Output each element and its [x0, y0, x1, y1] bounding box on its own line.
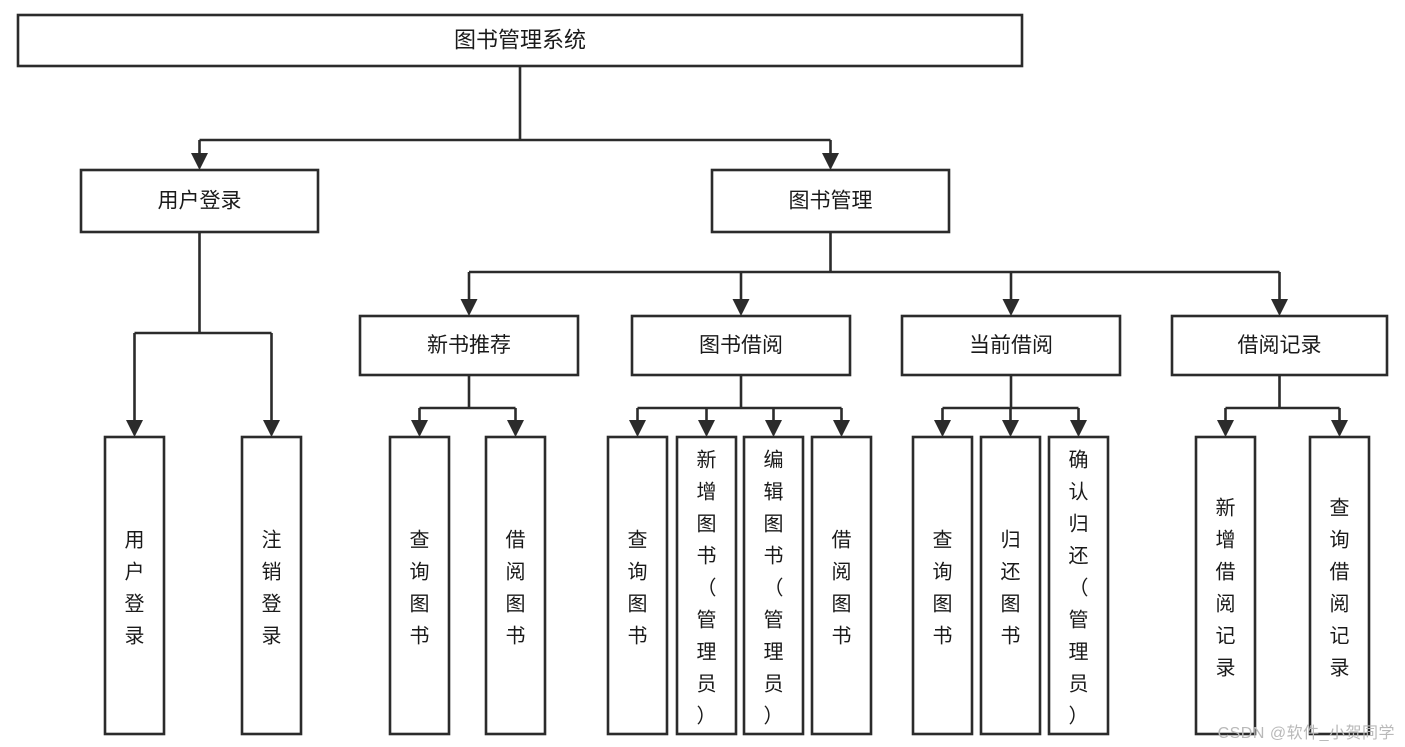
connector-arrow-query-book-1-head — [411, 420, 428, 437]
node-return-book[interactable]: 归还图书 — [979, 435, 1042, 736]
connector-arrow-add-borrow-record-head — [1217, 420, 1234, 437]
node-borrow-book-2[interactable]: 借阅图书 — [810, 435, 873, 736]
node-label-borrow-book-1: 借阅图书 — [506, 528, 526, 647]
node-box-borrow-record — [1170, 314, 1389, 377]
node-query-book-3[interactable]: 查询图书 — [911, 435, 974, 736]
connector-arrow-book-manage-head — [822, 153, 839, 170]
node-label-edit-book: 编辑图书（管理员） — [764, 448, 784, 727]
node-add-borrow-record[interactable]: 新增借阅记录 — [1194, 435, 1257, 736]
connector-arrow-query-book-3-head — [934, 420, 951, 437]
node-box-query-book-2 — [606, 435, 669, 736]
node-box-query-book-3 — [911, 435, 974, 736]
node-add-book[interactable]: 新增图书（管理员） — [675, 435, 738, 736]
node-new-book-recommend[interactable]: 新书推荐 — [358, 314, 580, 377]
node-box-root — [16, 13, 1024, 68]
node-label-return-book: 归还图书 — [1001, 528, 1021, 647]
connector-arrow-borrow-book-1-head — [507, 420, 524, 437]
node-label-user-login-do: 用户登录 — [125, 529, 145, 647]
connector-arrow-query-borrow-record-head — [1331, 420, 1348, 437]
node-label-book-borrow: 图书借阅 — [699, 334, 783, 357]
node-label-confirm-return: 确认归还（管理员） — [1069, 448, 1089, 727]
node-user-login[interactable]: 用户登录 — [79, 168, 320, 234]
node-edit-book[interactable]: 编辑图书（管理员） — [742, 435, 805, 736]
connector-arrow-borrow-book-2-head — [833, 420, 850, 437]
connector-arrow-current-borrow-head — [1002, 299, 1020, 316]
node-label-borrow-book-2: 借阅图书 — [832, 528, 852, 647]
node-box-query-borrow-record — [1308, 435, 1371, 736]
node-current-borrow[interactable]: 当前借阅 — [900, 314, 1122, 377]
node-box-query-book-1 — [388, 435, 451, 736]
node-user-login-do[interactable]: 用户登录 — [103, 435, 166, 736]
node-label-borrow-record: 借阅记录 — [1238, 334, 1322, 357]
node-box-user-login-do — [103, 435, 166, 736]
node-query-book-1[interactable]: 查询图书 — [388, 435, 451, 736]
connector-arrow-confirm-return-head — [1070, 420, 1087, 437]
connector-arrow-return-book-head — [1002, 420, 1019, 437]
node-box-confirm-return — [1047, 435, 1110, 736]
connector-arrow-book-borrow-head — [732, 299, 750, 316]
node-box-add-book — [675, 435, 738, 736]
node-label-new-book-recommend: 新书推荐 — [427, 334, 511, 357]
node-book-borrow[interactable]: 图书借阅 — [630, 314, 852, 377]
connector-arrow-add-book-head — [698, 420, 715, 437]
connector-arrow-edit-book-head — [765, 420, 782, 437]
node-box-book-borrow — [630, 314, 852, 377]
node-label-query-book-3: 查询图书 — [933, 528, 953, 647]
connector-arrow-new-book-recommend-head — [460, 299, 478, 316]
node-confirm-return[interactable]: 确认归还（管理员） — [1047, 435, 1110, 736]
node-label-root: 图书管理系统 — [454, 27, 586, 52]
node-label-user-login: 用户登录 — [158, 190, 242, 213]
connector-arrow-borrow-record-head — [1271, 299, 1288, 316]
node-label-current-borrow: 当前借阅 — [969, 334, 1053, 357]
node-borrow-record[interactable]: 借阅记录 — [1170, 314, 1389, 377]
node-borrow-book-1[interactable]: 借阅图书 — [484, 435, 547, 736]
node-box-add-borrow-record — [1194, 435, 1257, 736]
node-box-borrow-book-1 — [484, 435, 547, 736]
connector-arrow-query-book-2-head — [629, 420, 646, 437]
connector-arrow-user-login-head — [191, 153, 208, 170]
node-box-return-book — [979, 435, 1042, 736]
node-label-user-logout: 注销登录 — [262, 528, 282, 647]
node-root[interactable]: 图书管理系统 — [16, 13, 1024, 68]
connector-arrow-user-logout-head — [263, 420, 280, 437]
node-user-logout[interactable]: 注销登录 — [240, 435, 303, 736]
node-label-add-book: 新增图书（管理员） — [697, 448, 717, 727]
node-box-borrow-book-2 — [810, 435, 873, 736]
node-label-book-manage: 图书管理 — [789, 190, 873, 213]
node-query-book-2[interactable]: 查询图书 — [606, 435, 669, 736]
node-box-edit-book — [742, 435, 805, 736]
node-box-book-manage — [710, 168, 951, 234]
node-label-query-borrow-record: 查询借阅记录 — [1330, 496, 1350, 679]
node-label-add-borrow-record: 新增借阅记录 — [1216, 496, 1236, 679]
node-label-query-book-1: 查询图书 — [410, 528, 430, 647]
node-query-borrow-record[interactable]: 查询借阅记录 — [1308, 435, 1371, 736]
node-box-current-borrow — [900, 314, 1122, 377]
node-book-manage[interactable]: 图书管理 — [710, 168, 951, 234]
node-label-query-book-2: 查询图书 — [628, 528, 648, 647]
node-box-user-logout — [240, 435, 303, 736]
connector-arrow-user-login-do-head — [126, 420, 143, 437]
